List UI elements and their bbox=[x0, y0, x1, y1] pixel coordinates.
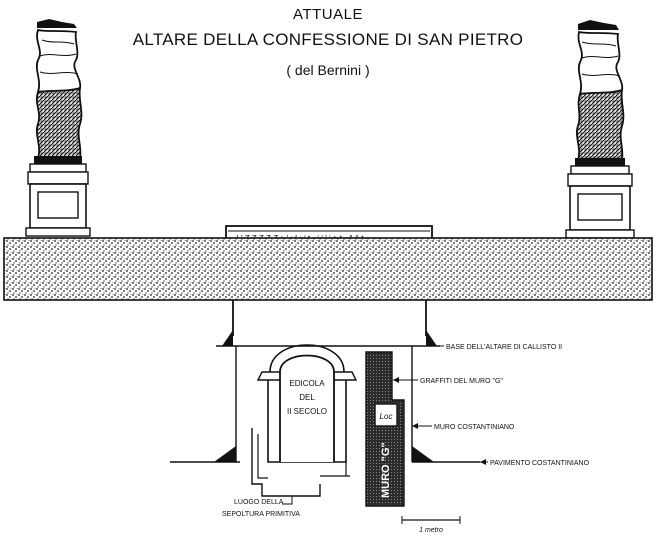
loc-box bbox=[374, 403, 398, 427]
muro-g: Loc MURO "G" bbox=[365, 351, 405, 507]
edicola-niche bbox=[279, 354, 335, 462]
edicola-label-1: EDICOLA bbox=[289, 379, 325, 388]
title-line-2: ALTARE DELLA CONFESSIONE DI SAN PIETRO bbox=[132, 30, 524, 49]
edicola: EDICOLA DEL II SECOLO bbox=[251, 344, 358, 497]
left-pedestal-cornice bbox=[27, 171, 89, 185]
left-column-base-ring bbox=[34, 156, 82, 164]
left-pedestal-panel bbox=[37, 191, 79, 219]
left-column-lower-shaft bbox=[35, 86, 83, 159]
floor-band bbox=[3, 237, 653, 301]
muro-g-label: MURO "G" bbox=[380, 442, 392, 498]
edicola-label-3: II SECOLO bbox=[287, 407, 327, 416]
label-luogo-line1: LUOGO DELLA bbox=[234, 499, 284, 506]
label-graffiti: GRAFFITI DEL MURO "G" bbox=[420, 378, 503, 385]
right-pedestal-cornice bbox=[567, 173, 633, 187]
muro-g-wall bbox=[365, 351, 405, 507]
left-column bbox=[25, 19, 91, 237]
altar-supports bbox=[216, 300, 440, 347]
loc-label: Loc bbox=[380, 412, 393, 421]
edicola-label-2: DEL bbox=[299, 393, 315, 402]
right-column-base-ring bbox=[575, 158, 625, 166]
scale-bar: 1 metro bbox=[401, 516, 461, 534]
label-pavimento: PAVIMENTO COSTANTINIANO bbox=[490, 460, 590, 467]
right-column bbox=[565, 20, 635, 239]
right-column-lower-shaft bbox=[575, 88, 625, 161]
left-column-capital bbox=[37, 19, 77, 28]
label-luogo-line2: SEPOLTURA PRIMITIVA bbox=[222, 511, 300, 518]
title-line-3: ( del Bernini ) bbox=[286, 62, 370, 78]
primitive-burial-outline bbox=[251, 428, 321, 497]
callout-labels: BASE DELL'ALTARE DI CALLISTO II GRAFFITI… bbox=[222, 344, 590, 518]
constantinian-wall bbox=[235, 346, 413, 462]
scale-label: 1 metro bbox=[419, 527, 443, 534]
right-pedestal-panel bbox=[577, 193, 623, 221]
right-column-capital bbox=[578, 20, 619, 30]
left-support-wedge bbox=[222, 330, 233, 346]
right-support-wedge bbox=[426, 330, 437, 346]
title-line-1: ATTUALE bbox=[293, 6, 363, 23]
label-base-altare: BASE DELL'ALTARE DI CALLISTO II bbox=[446, 344, 562, 351]
label-muro-costantiniano: MURO COSTANTINIANO bbox=[434, 424, 515, 431]
right-column-upper-shaft bbox=[577, 30, 624, 96]
left-column-upper-shaft bbox=[35, 28, 82, 94]
